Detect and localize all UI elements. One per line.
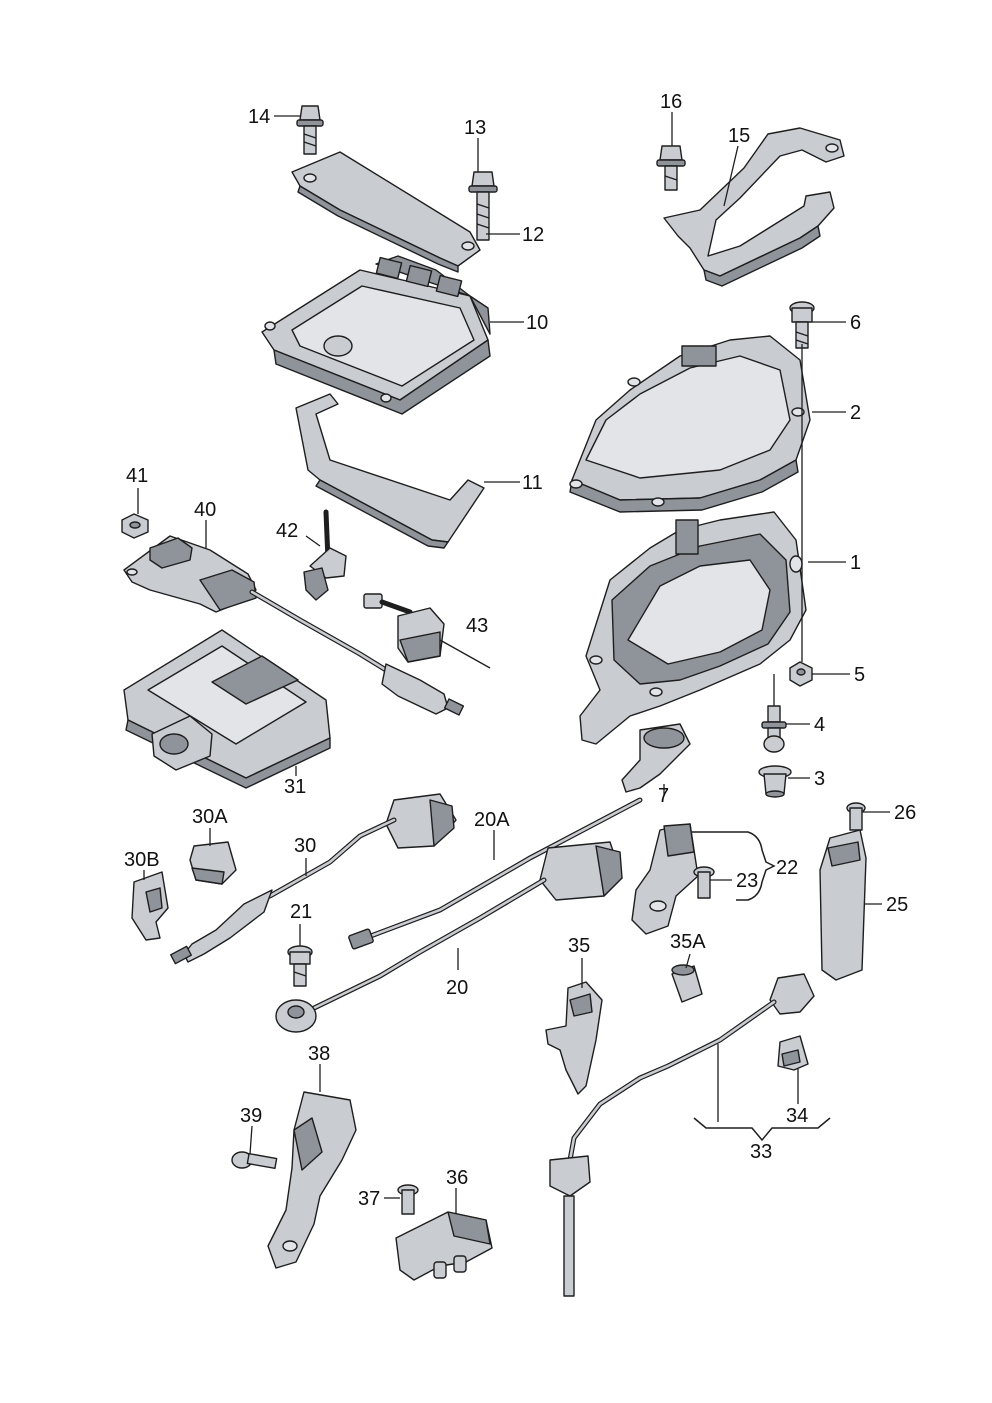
label-6: 6: [850, 312, 861, 334]
label-40: 40: [194, 499, 216, 521]
brace-22: [692, 831, 776, 901]
label-12: 12: [522, 224, 544, 246]
bracket-38: [267, 1091, 357, 1269]
label-10: 10: [526, 312, 548, 334]
label-34: 34: [786, 1105, 808, 1127]
label-41: 41: [126, 465, 148, 487]
cover-2: [569, 335, 811, 513]
leader-lines: [137, 112, 890, 1214]
label-35a: 35A: [670, 931, 706, 953]
label-33: 33: [750, 1141, 772, 1163]
label-3: 3: [814, 768, 825, 790]
cable-strip-20a: [348, 797, 643, 950]
label-4: 4: [814, 714, 825, 736]
brace-33: [693, 1117, 831, 1142]
drain-7: [621, 723, 691, 793]
label-1: 1: [850, 552, 861, 574]
bolt-14: [296, 105, 324, 155]
label-14: 14: [248, 106, 270, 128]
bolt-13: [468, 171, 498, 241]
stud-4: [761, 705, 787, 753]
connector-43: [363, 593, 491, 669]
bolt-23: [693, 866, 715, 899]
bracket-11: [295, 393, 485, 549]
bracket-15: [663, 127, 845, 287]
bolt-37: [397, 1184, 419, 1215]
control-unit-10: [261, 255, 491, 415]
label-30: 30: [294, 835, 316, 857]
nut-41: [121, 513, 149, 539]
label-16: 16: [660, 91, 682, 113]
label-2: 2: [850, 402, 861, 424]
housing-1: [579, 511, 807, 745]
knock-sensor-20: [275, 841, 623, 1033]
bolt-6: [789, 301, 815, 349]
label-23: 23: [736, 870, 758, 892]
temperature-sender-33: [549, 973, 815, 1297]
label-31: 31: [284, 776, 306, 798]
grommet-3: [758, 765, 792, 798]
label-38: 38: [308, 1043, 330, 1065]
bracket-12: [291, 151, 481, 273]
pressure-sensor-36: [395, 1211, 493, 1281]
label-22: 22: [776, 857, 798, 879]
nut-5: [789, 661, 813, 687]
clip-30a: [189, 841, 237, 885]
bolt-16: [656, 145, 686, 191]
label-20: 20: [446, 977, 468, 999]
sensor-unit-40: [123, 535, 257, 613]
labels: 14 13 12 10 11 16 15 6 2 1 5 4 3 7 41 40…: [124, 91, 916, 1210]
label-25: 25: [886, 894, 908, 916]
label-15: 15: [728, 125, 750, 147]
label-35: 35: [568, 935, 590, 957]
bolt-21: [287, 945, 313, 987]
label-13: 13: [464, 117, 486, 139]
sensor-25: [819, 829, 867, 981]
bolt-26: [846, 802, 866, 831]
label-42: 42: [276, 520, 298, 542]
lambda-probe-wire: [249, 589, 465, 716]
label-11: 11: [522, 472, 543, 494]
clip-30b: [131, 871, 169, 941]
label-20a: 20A: [474, 809, 510, 831]
bolt-39: [231, 1151, 278, 1170]
label-30b: 30B: [124, 849, 160, 871]
clip-34: [777, 1035, 809, 1071]
label-39: 39: [240, 1105, 262, 1127]
label-37: 37: [358, 1188, 380, 1210]
sleeve-35a: [671, 964, 703, 1003]
holder-42: [303, 509, 347, 601]
sensor-22: [631, 823, 699, 935]
label-26: 26: [894, 802, 916, 824]
label-5: 5: [854, 664, 865, 686]
label-21: 21: [290, 901, 312, 923]
label-30a: 30A: [192, 806, 228, 828]
bracket-35: [545, 981, 603, 1095]
label-36: 36: [446, 1167, 468, 1189]
label-43: 43: [466, 615, 488, 637]
control-unit-31: [123, 629, 331, 789]
lambda-probe-30: [170, 793, 457, 965]
label-7: 7: [658, 785, 669, 807]
